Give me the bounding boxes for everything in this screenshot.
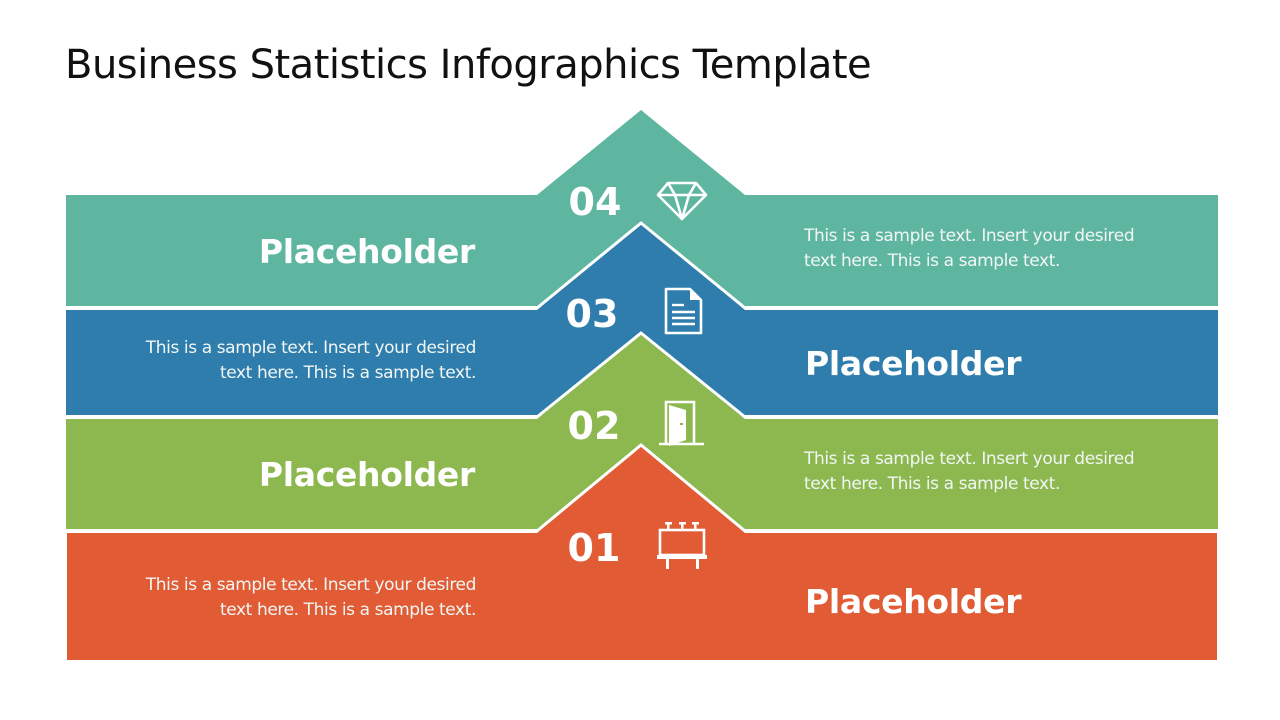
description-01-line-2: text here. This is a sample text. — [220, 600, 476, 620]
band-step-01 — [67, 446, 1217, 660]
description-03-line-2: text here. This is a sample text. — [220, 363, 476, 383]
placeholder-heading-03: Placeholder — [805, 344, 1022, 383]
description-03: This is a sample text. Insert your desir… — [56, 336, 477, 386]
description-02-line-1: This is a sample text. Insert your desir… — [804, 449, 1135, 469]
description-02-line-2: text here. This is a sample text. — [804, 474, 1060, 494]
band-step-02 — [66, 334, 1218, 529]
band-step-04 — [66, 110, 1218, 306]
diamond-icon — [656, 181, 708, 221]
placeholder-heading-02: Placeholder — [258, 455, 475, 494]
placeholder-heading-01: Placeholder — [805, 582, 1022, 621]
band-step-03 — [66, 224, 1218, 415]
billboard-icon — [657, 522, 707, 569]
step-number-02: 02 — [567, 404, 621, 448]
placeholder-heading-04: Placeholder — [258, 232, 475, 271]
step-number-01: 01 — [567, 526, 621, 570]
open-door-icon — [659, 400, 704, 446]
description-04: This is a sample text. Insert your desir… — [804, 224, 1164, 274]
description-01-line-1: This is a sample text. Insert your desir… — [145, 575, 477, 595]
slide-title: Business Statistics Infographics Templat… — [65, 42, 872, 88]
description-03-line-1: This is a sample text. Insert your desir… — [145, 338, 477, 358]
description-04-line-2: text here. This is a sample text. — [804, 251, 1060, 271]
description-04-line-1: This is a sample text. Insert your desir… — [804, 226, 1135, 246]
document-icon — [664, 287, 703, 335]
description-01: This is a sample text. Insert your desir… — [56, 573, 477, 623]
step-number-04: 04 — [568, 180, 622, 224]
step-number-03: 03 — [565, 292, 619, 336]
description-02: This is a sample text. Insert your desir… — [804, 447, 1164, 497]
